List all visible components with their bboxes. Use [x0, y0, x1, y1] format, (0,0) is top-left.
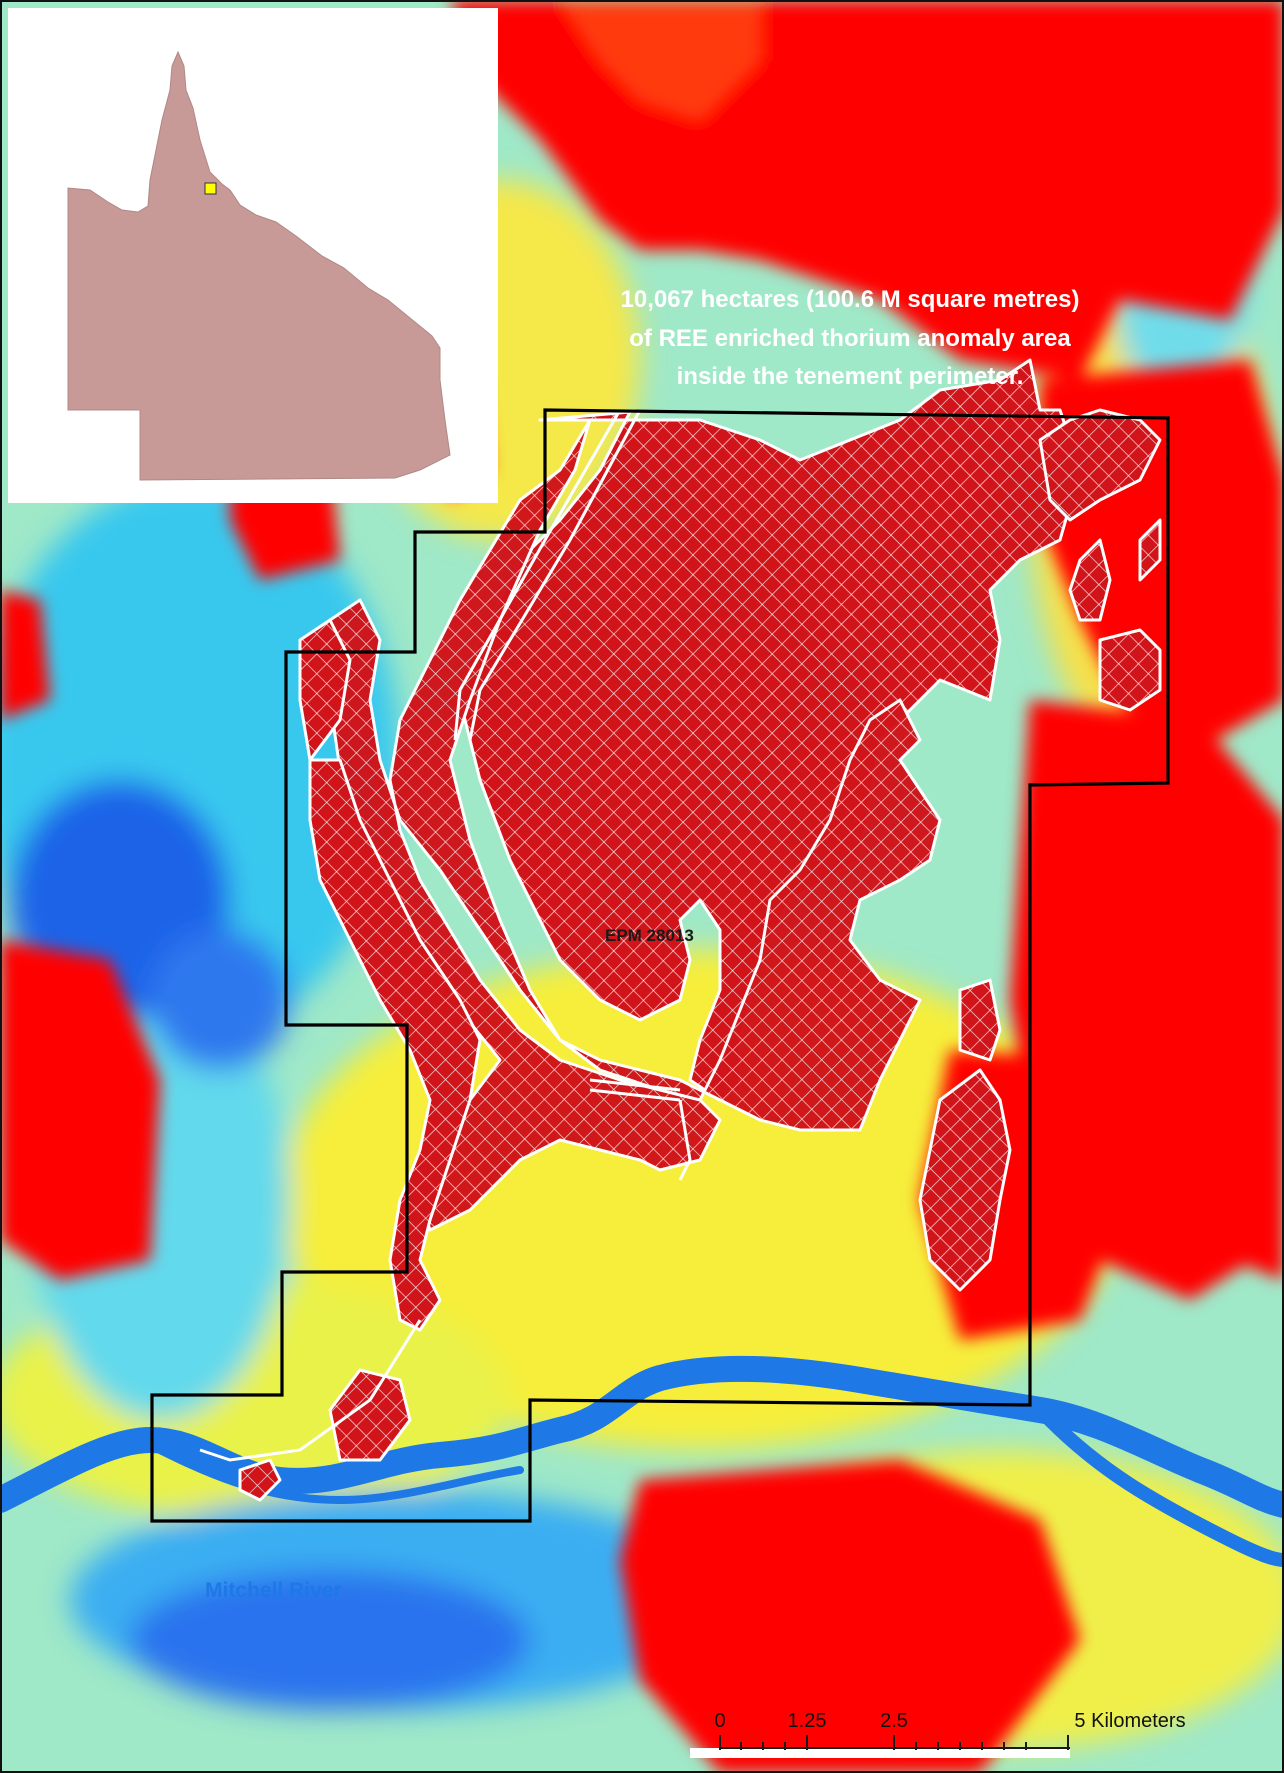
river-label: Mitchell River [205, 1579, 342, 1602]
queensland-outline [67, 50, 451, 481]
annotation-line-2: of REE enriched thorium anomaly area [629, 325, 1071, 352]
anomaly-area [238, 358, 1162, 1502]
tenement-label: EPM 28013 [605, 926, 694, 945]
annotation-line-1: 10,067 hectares (100.6 M square metres) [621, 286, 1080, 313]
corridor-lines [199, 409, 692, 1462]
scale-tick-1: 1.25 [788, 1710, 827, 1732]
scale-tick-2: 2.5 [880, 1710, 908, 1732]
scale-tick-3: 5 Kilometers [1074, 1710, 1185, 1732]
locator-inset [8, 8, 498, 503]
location-marker [204, 182, 217, 195]
tenement-boundary [150, 408, 1170, 1523]
annotation-line-3: inside the tenement perimeter. [677, 363, 1024, 390]
anomaly-annotation: 10,067 hectares (100.6 M square metres) … [621, 286, 1080, 390]
scale-bar: 0 1.25 2.5 5 Kilometers [690, 1710, 1186, 1758]
scale-tick-0: 0 [714, 1710, 725, 1732]
